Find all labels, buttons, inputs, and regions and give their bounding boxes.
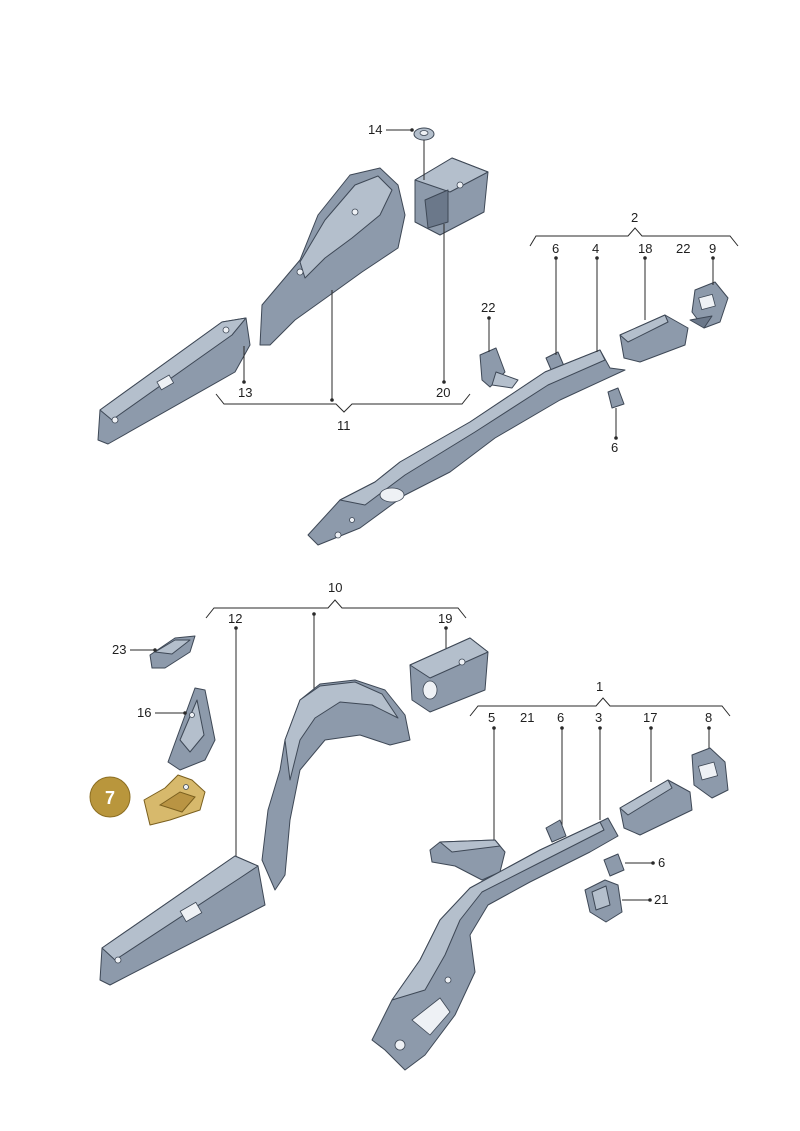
part-4-longitudinal-rail [307, 349, 626, 546]
part-22-bracket-upper [479, 347, 519, 389]
part-14-nut [413, 127, 435, 141]
callout-2-bracket: 2 [529, 210, 739, 247]
callout-6-upper-bottom: 6 [611, 440, 618, 455]
callout-1-bracket: 1 [469, 679, 731, 717]
part-11-wheelhouse [259, 167, 406, 346]
part-5-bracket [429, 839, 506, 881]
part-10-wheelhouse [261, 679, 411, 891]
part-13-rail [97, 317, 251, 445]
callout-22-upper-top: 22 [676, 241, 690, 256]
callout-8: 8 [705, 710, 712, 725]
callout-21-lower-right: 21 [654, 892, 668, 907]
callout-12: 12 [228, 611, 242, 626]
part-6-block-upper-b [607, 387, 625, 409]
callout-4: 4 [592, 241, 599, 256]
part-3-longitudinal-rail [371, 817, 619, 1071]
callout-14: 14 [368, 122, 414, 137]
callout-19: 19 [438, 611, 452, 626]
part-8-plate [691, 747, 729, 799]
part-20-bracket [414, 157, 489, 236]
part-9-plate [689, 281, 729, 329]
part-17-channel [619, 779, 693, 836]
svg-text:10: 10 [328, 580, 342, 595]
svg-text:14: 14 [368, 122, 382, 137]
part-7-badge[interactable]: 7 [89, 776, 131, 818]
svg-text:2: 2 [631, 210, 638, 225]
callout-6-lower-top: 6 [557, 710, 564, 725]
callout-11-bracket: 11 [215, 393, 471, 433]
callout-21-lower-top: 21 [520, 710, 534, 725]
svg-text:1: 1 [596, 679, 603, 694]
callout-5: 5 [488, 710, 495, 725]
callout-6-upper-top: 6 [552, 241, 559, 256]
svg-text:7: 7 [105, 788, 115, 808]
callout-3: 3 [595, 710, 602, 725]
callout-9: 9 [709, 241, 716, 256]
part-21-bracket-lower [584, 879, 623, 923]
part-19-bracket [409, 637, 489, 713]
part-12-rail [99, 855, 266, 986]
callout-18: 18 [638, 241, 652, 256]
part-16-brace [167, 687, 216, 771]
callout-10-bracket: 10 [205, 580, 467, 619]
callout-20: 20 [436, 385, 450, 400]
callout-16: 16 [137, 705, 151, 720]
callout-17: 17 [643, 710, 657, 725]
callout-13: 13 [238, 385, 252, 400]
svg-text:11: 11 [337, 418, 351, 433]
part-6-block-lower-a [545, 819, 567, 843]
part-7-highlighted-bracket [143, 774, 206, 826]
part-6-block-lower-b [603, 853, 625, 877]
callout-6-lower-right: 6 [658, 855, 665, 870]
part-23-bracket [149, 635, 196, 669]
part-18-channel [619, 314, 689, 363]
callout-22-upper-left: 22 [481, 300, 495, 315]
callout-23: 23 [112, 642, 126, 657]
